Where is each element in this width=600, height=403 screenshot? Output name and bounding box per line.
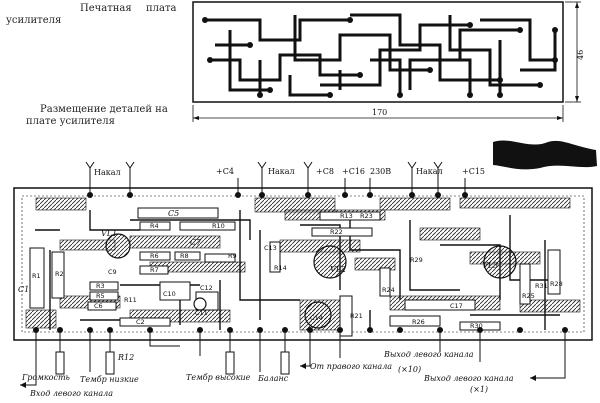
component-label: R28	[550, 280, 563, 288]
bottom-labels: Громкость Вход левого канала R12 Тембр н…	[21, 350, 514, 398]
left-output-x1-label: Выход левого канала	[423, 374, 514, 383]
c14-capacitor	[304, 301, 332, 329]
component-label: R22	[330, 228, 343, 236]
placement-caption-line-1: Размещение деталей на	[40, 104, 168, 115]
supply-label-heater-3: Накал	[416, 167, 443, 176]
tone-low-label: Тембр низкие	[80, 375, 139, 384]
pcb-caption: Печатная плата усилителя	[6, 3, 180, 27]
component-bodies	[29, 207, 561, 337]
dimension-height: 46	[565, 1, 585, 103]
component-label: C11	[195, 309, 208, 317]
component-labels: C5 VL1 R4 C7 R6 R7 R8 R9 R10 C1 R1 R2 R3…	[18, 209, 563, 330]
bottom-arrows	[20, 363, 536, 388]
component-label: R21	[350, 312, 363, 320]
component-label: R25	[522, 292, 535, 300]
pcb-caption-word-1: Печатная	[80, 3, 132, 14]
component-label: C17	[450, 302, 463, 310]
component-label: C1	[18, 285, 29, 294]
component-label: VL3	[482, 261, 498, 270]
pcb-caption-line-2: усилителя	[6, 15, 62, 26]
component-label: C13	[264, 244, 277, 252]
component-label: R26	[412, 318, 425, 326]
placement-caption: Размещение деталей на плате усилителя	[26, 104, 186, 128]
r12-label: R12	[117, 353, 134, 362]
x10-label: (×10)	[398, 365, 421, 374]
left-input-label: Вход левого канала	[29, 389, 113, 398]
volume-label: Громкость	[21, 373, 70, 382]
component-label: R9	[228, 252, 237, 260]
component-label: R2	[55, 270, 64, 278]
component-label: R4	[150, 222, 159, 230]
pcb-caption-word-2: плата	[146, 3, 177, 14]
x1-label: (×1)	[470, 385, 488, 394]
supply-terminals	[85, 161, 466, 195]
supply-label-c4: +C4	[216, 167, 234, 176]
pcb-board-top	[192, 1, 564, 103]
dimension-height-label: 46	[576, 50, 585, 60]
component-label: R5	[96, 292, 105, 300]
tube-sockets	[105, 233, 517, 329]
component-label: R8	[180, 252, 189, 260]
dimension-width: 170	[192, 105, 564, 122]
component-label: R3	[96, 282, 105, 290]
component-label: R31	[535, 282, 548, 290]
component-label: R1	[32, 272, 41, 280]
component-label: R14	[274, 264, 287, 272]
component-label: C14	[310, 314, 323, 322]
placement-caption-line-2: плате усилителя	[26, 116, 115, 127]
component-label: C10	[163, 290, 176, 298]
component-label: C5	[168, 209, 179, 218]
component-label: R29	[410, 256, 423, 264]
component-label: VL1	[101, 229, 117, 238]
supply-label-heater-2: Накал	[268, 167, 295, 176]
bottom-leads	[20, 330, 566, 386]
component-label: R11	[124, 296, 137, 304]
component-label: VL2	[330, 265, 346, 274]
component-label: R13	[340, 212, 353, 220]
component-label: R7	[150, 266, 159, 274]
component-label: R23	[360, 212, 373, 220]
dimension-width-label: 170	[372, 108, 387, 117]
vl1-socket	[105, 233, 131, 259]
component-label: C12	[200, 284, 213, 292]
component-label: R10	[212, 222, 225, 230]
component-label: R24	[382, 286, 395, 294]
supply-label-heater-1: Накал	[94, 168, 121, 177]
component-label: C9	[108, 268, 117, 276]
vl3-socket	[483, 245, 517, 279]
component-label: C7	[190, 238, 202, 247]
component-label: C6	[94, 302, 103, 310]
supply-label-c15: +C15	[462, 167, 485, 176]
vl2-socket	[313, 245, 347, 279]
ink-blot	[493, 140, 597, 170]
component-label: R30	[470, 322, 483, 330]
component-label: R6	[150, 252, 159, 260]
balance-label: Баланс	[257, 374, 289, 383]
left-output-x10-label: Выход левого канала	[383, 350, 474, 359]
supply-label-230v: 230В	[370, 167, 391, 176]
supply-label-c16: +C16	[342, 167, 365, 176]
supply-labels: Накал +C4 Накал +C8 +C16 230В Накал +C15	[94, 167, 485, 177]
supply-label-c8: +C8	[316, 167, 334, 176]
tone-high-label: Тембр высокие	[186, 373, 251, 382]
component-label: C2	[136, 318, 145, 326]
c11-capacitor	[193, 297, 207, 311]
right-channel-label: От правого канала	[310, 362, 392, 371]
